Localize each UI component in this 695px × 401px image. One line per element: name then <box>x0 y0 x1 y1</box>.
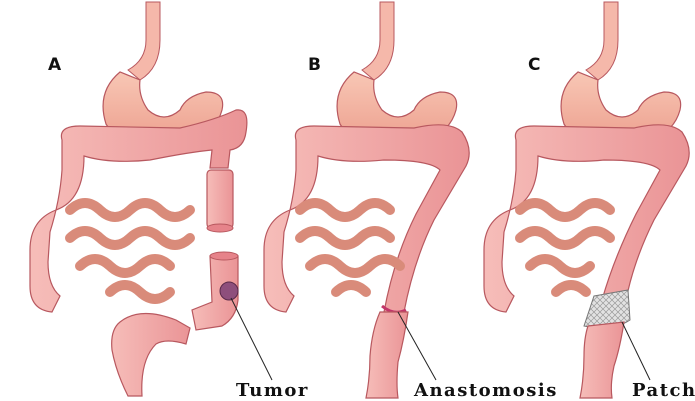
small-intestine-c <box>520 203 610 292</box>
esophagus <box>128 2 160 80</box>
small-intestine-a <box>70 203 190 299</box>
panel-c: C Patch <box>484 2 695 401</box>
panel-letter-c: C <box>528 55 540 75</box>
leader-anastomosis <box>398 312 436 380</box>
colon-c <box>484 125 689 312</box>
small-intestine-b <box>300 203 400 292</box>
label-patch: Patch <box>632 380 695 401</box>
colon-b <box>264 125 469 312</box>
label-tumor: Tumor <box>236 380 309 401</box>
colon-cut-upper <box>207 170 233 228</box>
panel-letter-b: B <box>308 55 321 75</box>
leader-patch <box>622 322 650 380</box>
cut-end-mid <box>210 252 238 260</box>
rectum-c <box>580 322 624 398</box>
leader-tumor <box>231 298 272 380</box>
panel-letter-a: A <box>48 55 62 75</box>
rectum-a <box>112 313 190 396</box>
panel-a: A Tumor <box>30 2 309 401</box>
esophagus-b <box>362 2 394 80</box>
tumor-mass <box>220 282 238 300</box>
cut-end-upper <box>207 224 233 232</box>
label-anastomosis: Anastomosis <box>413 380 558 401</box>
rectum-b <box>366 312 408 398</box>
esophagus-c <box>586 2 618 80</box>
